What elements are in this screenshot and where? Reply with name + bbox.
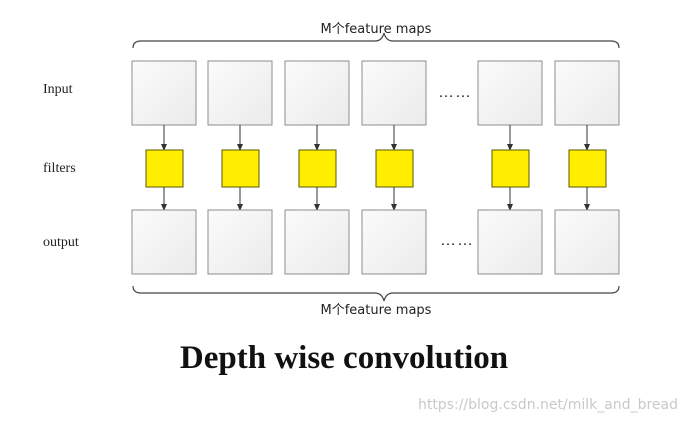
- column-3: [284, 60, 350, 275]
- input-feature-map: [207, 60, 273, 126]
- bottom-brace: [132, 285, 620, 302]
- filter-box: [491, 149, 530, 188]
- row-label-input: Input: [43, 82, 73, 97]
- output-feature-map: [361, 209, 427, 275]
- filter-box: [298, 149, 337, 188]
- input-feature-map: [284, 60, 350, 126]
- column-2: [207, 60, 273, 275]
- top-brace: [132, 32, 620, 49]
- input-feature-map: [554, 60, 620, 126]
- output-feature-map: [477, 209, 543, 275]
- filter-box: [568, 149, 607, 188]
- output-feature-map: [284, 209, 350, 275]
- output-feature-map: [207, 209, 273, 275]
- watermark-url: https://blog.csdn.net/milk_and_bread: [417, 397, 678, 413]
- output-ellipsis: ……: [440, 232, 474, 249]
- bottom-brace-label: M个feature maps: [321, 303, 432, 318]
- row-label-filters: filters: [43, 161, 76, 176]
- filter-box: [221, 149, 260, 188]
- column-6: [554, 60, 620, 275]
- depthwise-diagram: M个feature maps Input filters output …… ……: [43, 22, 620, 318]
- filter-box: [375, 149, 414, 188]
- diagram-caption: Depth wise convolution: [179, 340, 509, 376]
- row-label-output: output: [43, 235, 79, 250]
- top-brace-label: M个feature maps: [321, 22, 432, 37]
- filter-box: [145, 149, 184, 188]
- input-ellipsis: ……: [438, 84, 472, 101]
- input-feature-map: [131, 60, 197, 126]
- output-feature-map: [554, 209, 620, 275]
- column-1: [131, 60, 197, 275]
- column-5: [477, 60, 543, 275]
- input-feature-map: [361, 60, 427, 126]
- output-feature-map: [131, 209, 197, 275]
- column-4: [361, 60, 427, 275]
- input-feature-map: [477, 60, 543, 126]
